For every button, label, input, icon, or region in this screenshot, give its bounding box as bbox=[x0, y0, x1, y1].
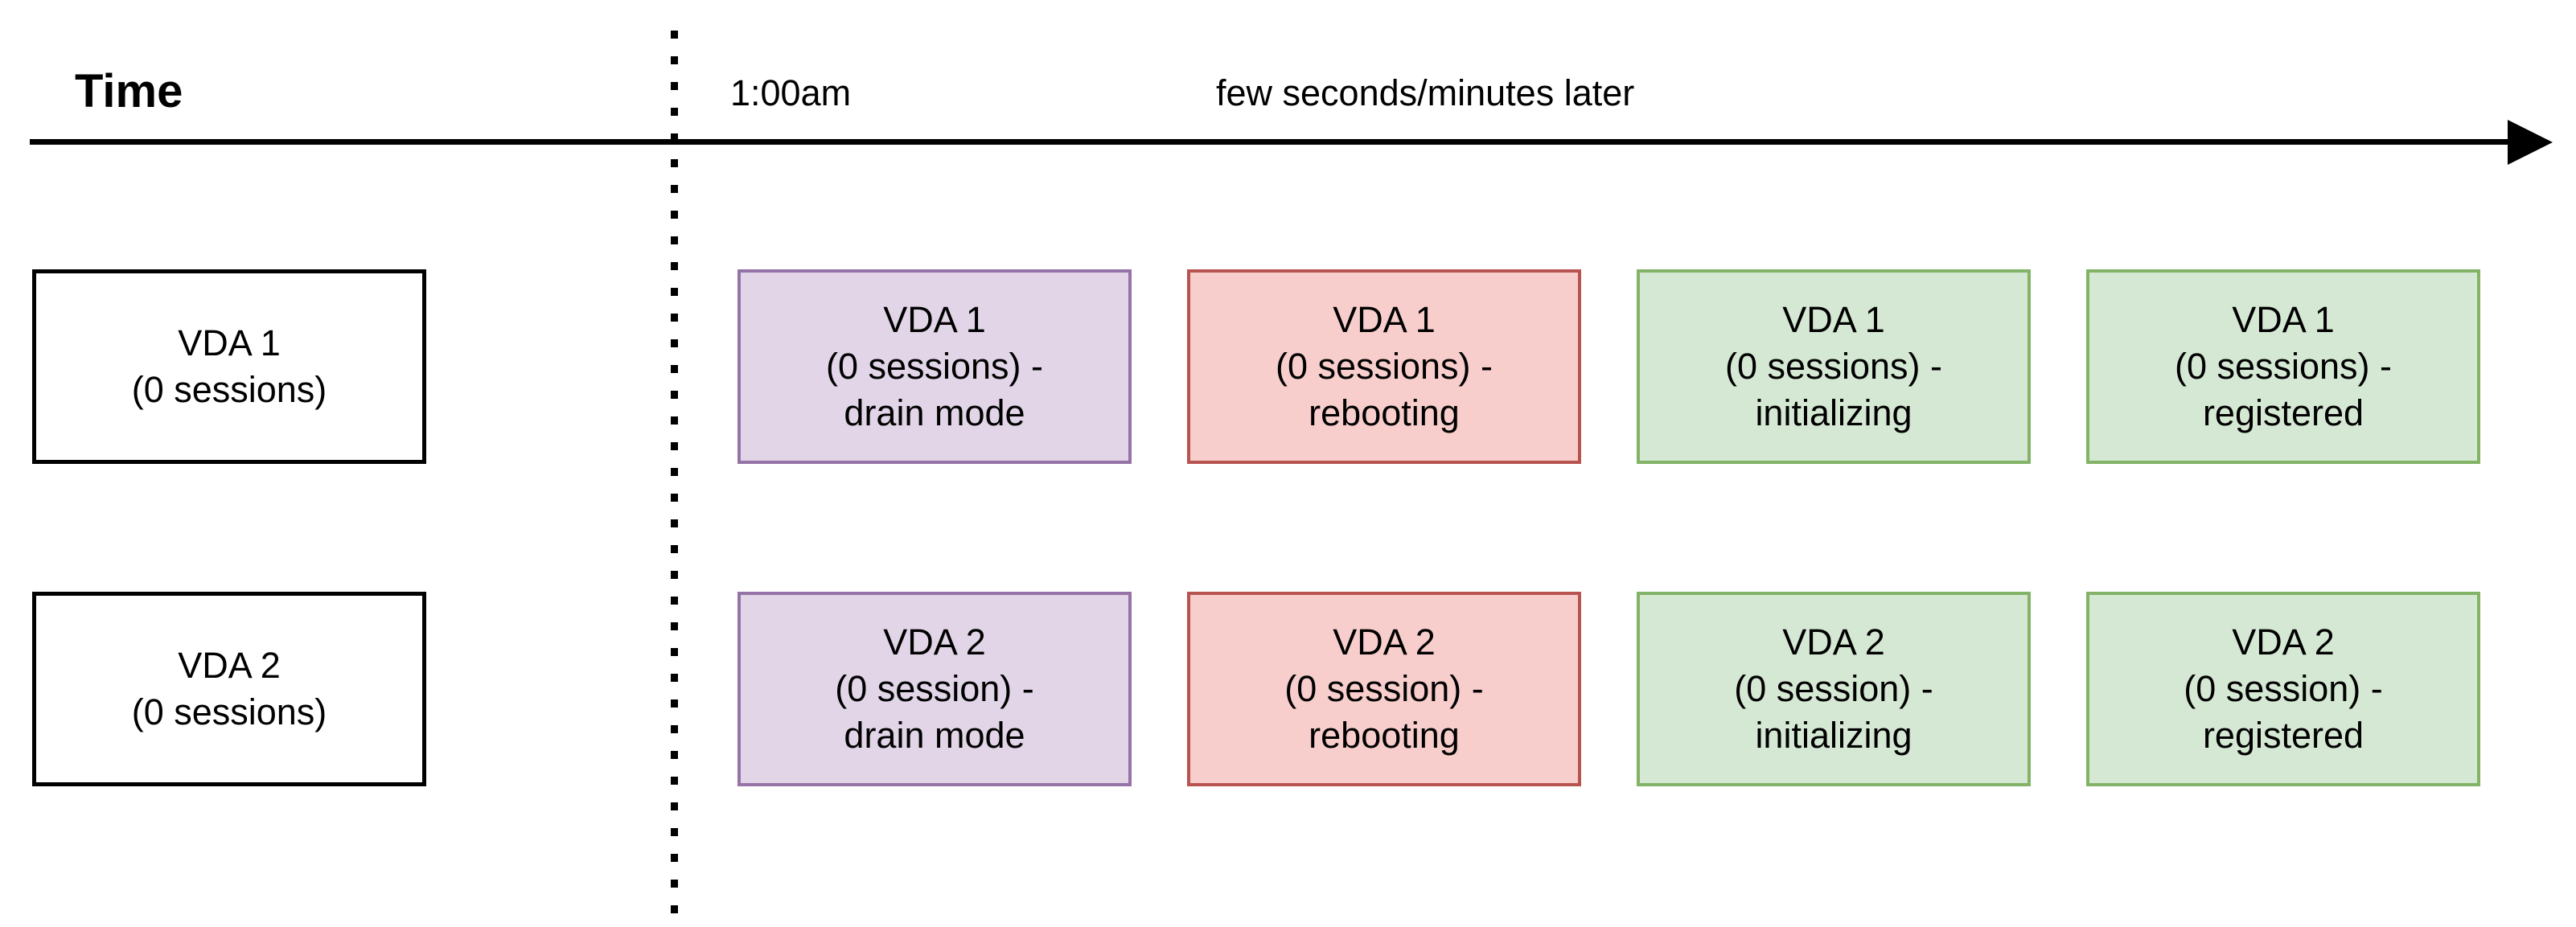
box-line: VDA 2 bbox=[2232, 621, 2335, 662]
box-line: (0 sessions) - bbox=[1724, 346, 1943, 387]
vda2-initializing-box: VDA 2 (0 session) - initializing bbox=[1637, 592, 2031, 786]
box-line: (0 sessions) - bbox=[1275, 346, 1493, 387]
box-line: VDA 2 bbox=[1782, 621, 1885, 662]
box-line: (0 sessions) - bbox=[825, 346, 1044, 387]
box-line: registered bbox=[2202, 715, 2364, 756]
box-line: (0 sessions) bbox=[131, 369, 327, 410]
vda1-registered-box: VDA 1 (0 sessions) - registered bbox=[2086, 269, 2480, 464]
time-axis-title: Time bbox=[75, 65, 183, 117]
box-line: VDA 1 bbox=[883, 299, 986, 340]
timeline-axis-line bbox=[30, 139, 2515, 145]
box-line: VDA 2 bbox=[1333, 621, 1436, 662]
vda2-drain-mode-box: VDA 2 (0 session) - drain mode bbox=[737, 592, 1132, 786]
arrow-right-icon bbox=[2508, 120, 2553, 165]
box-line: VDA 1 bbox=[2232, 299, 2335, 340]
vda1-source-box: VDA 1 (0 sessions) bbox=[32, 269, 426, 464]
box-line: registered bbox=[2202, 392, 2364, 433]
box-line: drain mode bbox=[844, 715, 1025, 756]
box-line: (0 session) - bbox=[1734, 668, 1933, 709]
box-line: VDA 1 bbox=[1782, 299, 1885, 340]
box-line: drain mode bbox=[844, 392, 1025, 433]
box-line: VDA 2 bbox=[178, 645, 281, 686]
vda2-registered-box: VDA 2 (0 session) - registered bbox=[2086, 592, 2480, 786]
timeline-start-time-label: 1:00am bbox=[730, 72, 852, 113]
vda1-initializing-box: VDA 1 (0 sessions) - initializing bbox=[1637, 269, 2031, 464]
vda2-rebooting-box: VDA 2 (0 session) - rebooting bbox=[1187, 592, 1581, 786]
box-line: initializing bbox=[1755, 715, 1912, 756]
vda1-drain-mode-box: VDA 1 (0 sessions) - drain mode bbox=[737, 269, 1132, 464]
timeline-later-label: few seconds/minutes later bbox=[1216, 72, 1635, 113]
box-line: rebooting bbox=[1309, 715, 1460, 756]
box-line: VDA 2 bbox=[883, 621, 986, 662]
box-line: (0 sessions) - bbox=[2174, 346, 2393, 387]
vda2-source-box: VDA 2 (0 sessions) bbox=[32, 592, 426, 786]
box-line: (0 session) - bbox=[835, 668, 1034, 709]
box-line: (0 session) - bbox=[2184, 668, 2383, 709]
reboot-time-divider-line bbox=[671, 31, 678, 915]
box-line: initializing bbox=[1755, 392, 1912, 433]
box-line: (0 sessions) bbox=[131, 691, 327, 732]
box-line: (0 session) - bbox=[1284, 668, 1484, 709]
vda1-rebooting-box: VDA 1 (0 sessions) - rebooting bbox=[1187, 269, 1581, 464]
box-line: VDA 1 bbox=[1333, 299, 1436, 340]
box-line: VDA 1 bbox=[178, 322, 281, 363]
box-line: rebooting bbox=[1309, 392, 1460, 433]
